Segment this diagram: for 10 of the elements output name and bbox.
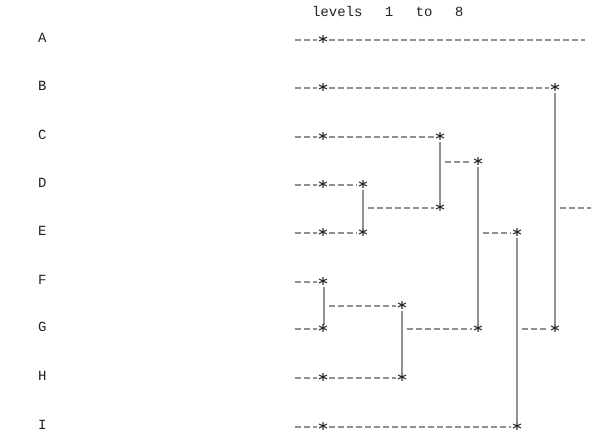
row-label: I bbox=[38, 418, 46, 434]
row-label: G bbox=[38, 320, 46, 336]
row-label: D bbox=[38, 176, 46, 192]
row-label: C bbox=[38, 128, 46, 144]
row-label: A bbox=[38, 31, 46, 47]
row-label: B bbox=[38, 79, 46, 95]
row-label: H bbox=[38, 369, 46, 385]
row-label: E bbox=[38, 224, 46, 240]
row-label: F bbox=[38, 273, 46, 289]
axis-title: levels 1 to 8 bbox=[312, 5, 464, 21]
